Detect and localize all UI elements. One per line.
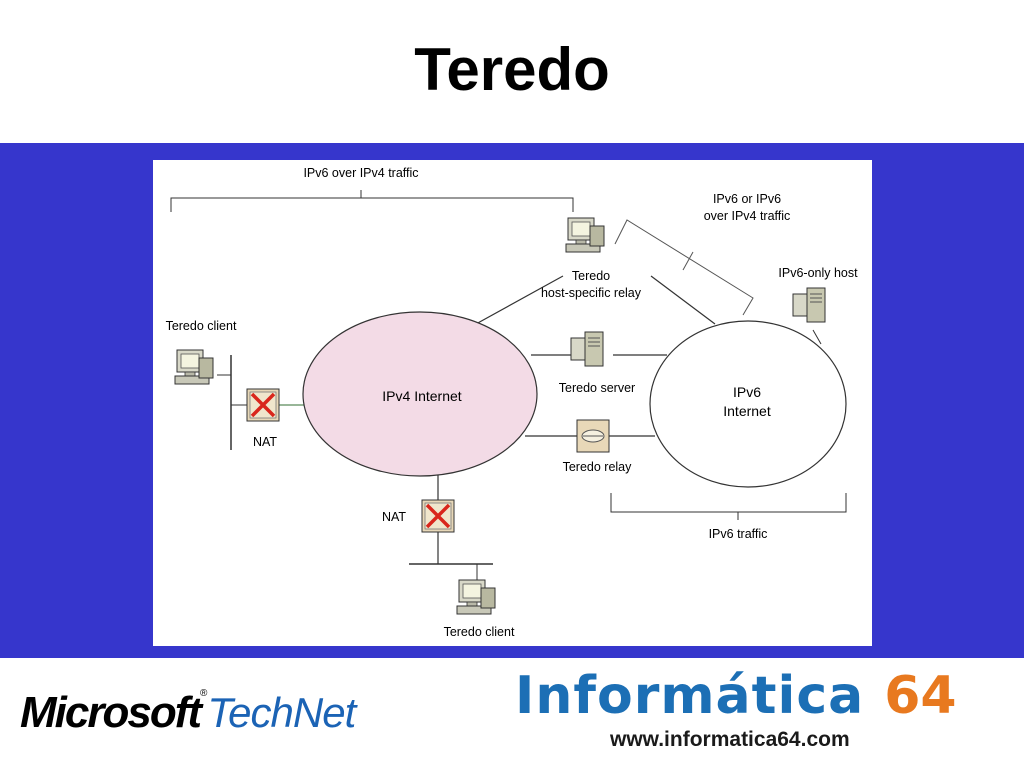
technet-logo-text: TechNet <box>207 689 356 736</box>
label-ipv6-or-ipv6-line2: over IPv4 traffic <box>704 209 791 223</box>
label-ipv6-only-host: IPv6-only host <box>778 266 858 280</box>
informatica-logo-number: 64 <box>884 666 957 726</box>
label-ipv6-over-ipv4-traffic: IPv6 over IPv4 traffic <box>303 166 418 180</box>
label-teredo-server: Teredo server <box>559 381 635 395</box>
network-diagram-svg: IPv6 over IPv4 traffic IPv6 or IPv6 over… <box>166 166 859 639</box>
label-host-relay-line2: host-specific relay <box>541 286 642 300</box>
informatica-url: www.informatica64.com <box>610 728 850 751</box>
ipv4-internet-cloud <box>302 311 538 477</box>
teredo-client-bottom-computer-icon <box>456 579 496 615</box>
label-host-relay-line1: Teredo <box>572 269 610 283</box>
nat-bottom-icon <box>420 498 456 534</box>
connection-lines <box>217 275 822 580</box>
nat-left-icon <box>245 387 281 423</box>
teredo-relay-icon <box>576 419 610 453</box>
microsoft-technet-logo: Microsoft®TechNet <box>20 688 356 738</box>
teredo-client-top-computer-icon <box>174 349 214 385</box>
label-teredo-client-top: Teredo client <box>166 319 237 333</box>
slide-title: Teredo <box>414 36 610 103</box>
label-ipv6-internet-line2: Internet <box>723 403 771 419</box>
informatica64-logo: Informática 64 <box>515 666 957 726</box>
registered-mark: ® <box>200 688 208 699</box>
teredo-diagram: IPv6 over IPv4 traffic IPv6 or IPv6 over… <box>153 160 872 646</box>
label-nat-left: NAT <box>253 435 277 449</box>
label-teredo-relay: Teredo relay <box>563 460 633 474</box>
microsoft-logo-text: Microsoft <box>20 688 202 737</box>
teredo-server-icon <box>570 331 604 367</box>
label-ipv4-internet: IPv4 Internet <box>382 388 461 404</box>
ipv6-internet-cloud <box>649 320 847 488</box>
informatica-logo-text: Informática <box>515 666 865 726</box>
label-ipv6-or-ipv6-line1: IPv6 or IPv6 <box>713 192 781 206</box>
label-ipv6-traffic: IPv6 traffic <box>709 527 768 541</box>
label-nat-bottom: NAT <box>382 510 406 524</box>
ipv6-only-host-server-icon <box>792 287 826 323</box>
label-ipv6-internet-line1: IPv6 <box>733 384 761 400</box>
ipv6-traffic-bracket <box>610 493 847 520</box>
label-teredo-client-bottom: Teredo client <box>444 625 515 639</box>
diagonal-bracket <box>614 219 754 316</box>
ipv6-over-ipv4-bracket <box>170 190 574 212</box>
slide-footer <box>0 658 1024 768</box>
host-specific-relay-computer-icon <box>565 217 605 253</box>
